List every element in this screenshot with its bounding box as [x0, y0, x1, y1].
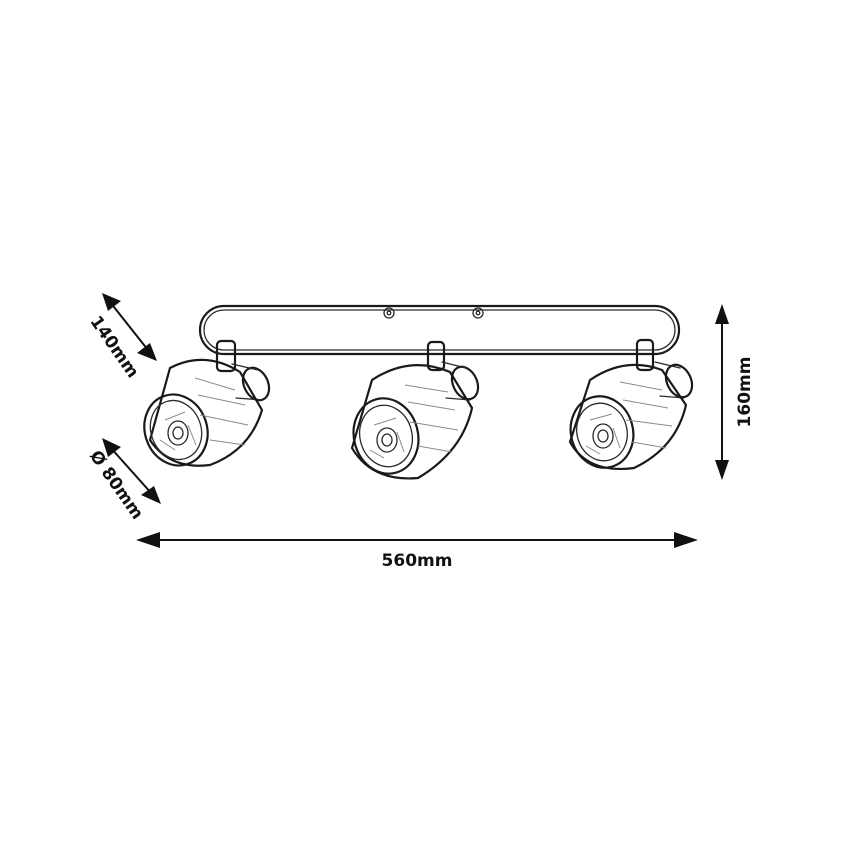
width-label: 560mm — [382, 551, 453, 571]
diameter-label: Ø 80mm — [85, 447, 147, 524]
width-arrow-start — [136, 532, 160, 548]
mounting-bar — [198, 304, 681, 356]
diameter-arrow-end — [141, 486, 161, 504]
spotlight-right — [568, 338, 694, 470]
height-arrow-start — [715, 304, 729, 324]
spotlight-left — [143, 339, 271, 467]
diameter-dimension: Ø 80mm — [85, 438, 161, 523]
screw-left-icon — [383, 307, 395, 319]
width-dimension: 560mm — [136, 532, 698, 571]
depth-arrow-start — [102, 293, 121, 311]
depth-label: 140mm — [86, 312, 143, 382]
spotlight-center — [350, 340, 480, 480]
height-arrow-end — [715, 460, 729, 480]
diameter-arrow-start — [102, 438, 121, 457]
height-label: 160mm — [735, 357, 755, 428]
width-arrow-end — [674, 532, 698, 548]
depth-dimension: 140mm — [86, 293, 157, 382]
height-dimension: 160mm — [715, 304, 755, 480]
depth-arrow-end — [137, 343, 157, 361]
screw-right-icon — [472, 307, 484, 319]
